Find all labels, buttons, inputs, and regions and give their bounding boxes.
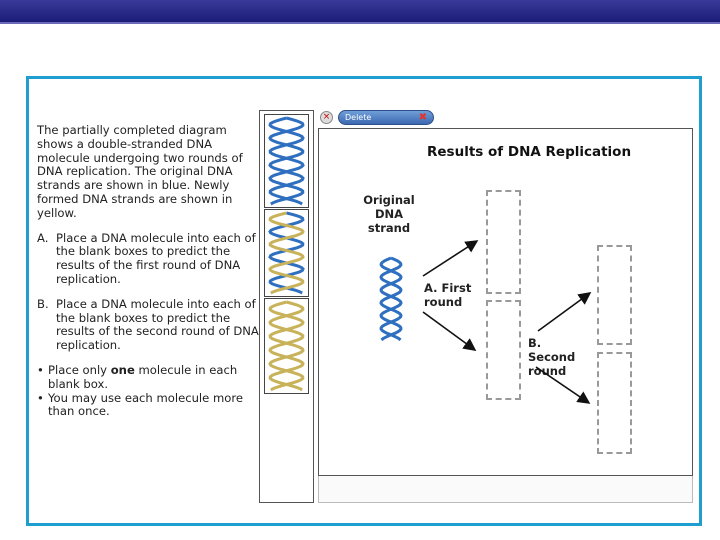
palette-molecule-yellow-yellow[interactable] — [264, 298, 309, 394]
status-strip — [318, 476, 693, 503]
step-a-text: Place a DNA molecule into each of the bl… — [56, 230, 256, 286]
dna-helix-icon — [268, 300, 305, 392]
step-a: A. Place a DNA molecule into each of the… — [37, 230, 259, 287]
arrow-first-down — [422, 311, 477, 351]
second-round-marker: B. — [528, 336, 542, 350]
close-button[interactable]: × — [320, 111, 333, 124]
delete-label: Delete — [345, 113, 372, 122]
palette-molecule-blue-yellow[interactable] — [264, 209, 309, 297]
arrow-second-down — [535, 366, 591, 404]
delete-button[interactable]: Delete ✖ — [338, 110, 434, 125]
drop-box-second-2[interactable] — [597, 352, 632, 454]
step-b-text: Place a DNA molecule into each of the bl… — [56, 296, 259, 353]
original-dna-label: Original DNA strand — [363, 193, 415, 235]
bullet-icon: • — [37, 362, 44, 377]
delete-x-icon: ✖ — [418, 112, 427, 123]
first-round-label: A. First round — [424, 281, 474, 309]
step-b-marker: B. — [37, 296, 49, 311]
instructions-panel: The partially completed diagram shows a … — [37, 123, 259, 420]
rule2-text: You may use each molecule more than once… — [48, 390, 243, 419]
rule-one-molecule: • Place only one molecule in each blank … — [37, 362, 259, 392]
diagram-title: Results of DNA Replication — [427, 144, 632, 160]
molecule-palette — [259, 110, 314, 503]
palette-molecule-blue-blue[interactable] — [264, 114, 309, 208]
original-dna-helix-icon — [379, 256, 403, 342]
drop-box-first-2[interactable] — [486, 300, 521, 400]
dna-helix-icon — [268, 116, 305, 206]
dna-helix-icon — [268, 211, 305, 295]
bullet-icon: • — [37, 390, 44, 405]
drop-box-second-1[interactable] — [597, 245, 632, 345]
arrow-second-up — [537, 292, 592, 332]
first-round-text: First round — [424, 281, 472, 309]
drop-box-first-1[interactable] — [486, 190, 521, 294]
title-bar — [0, 0, 720, 24]
instructions-intro: The partially completed diagram shows a … — [37, 123, 243, 220]
rule1-bold: one — [110, 362, 135, 377]
rule1-pre: Place only — [48, 362, 111, 377]
rule-reuse: • You may use each molecule more than on… — [37, 390, 259, 420]
step-a-marker: A. — [37, 230, 49, 245]
step-b: B. Place a DNA molecule into each of the… — [37, 296, 259, 353]
first-round-marker: A. — [424, 281, 438, 295]
rule1-post: molecule in each blank box. — [48, 362, 238, 391]
arrow-first-up — [422, 240, 479, 277]
